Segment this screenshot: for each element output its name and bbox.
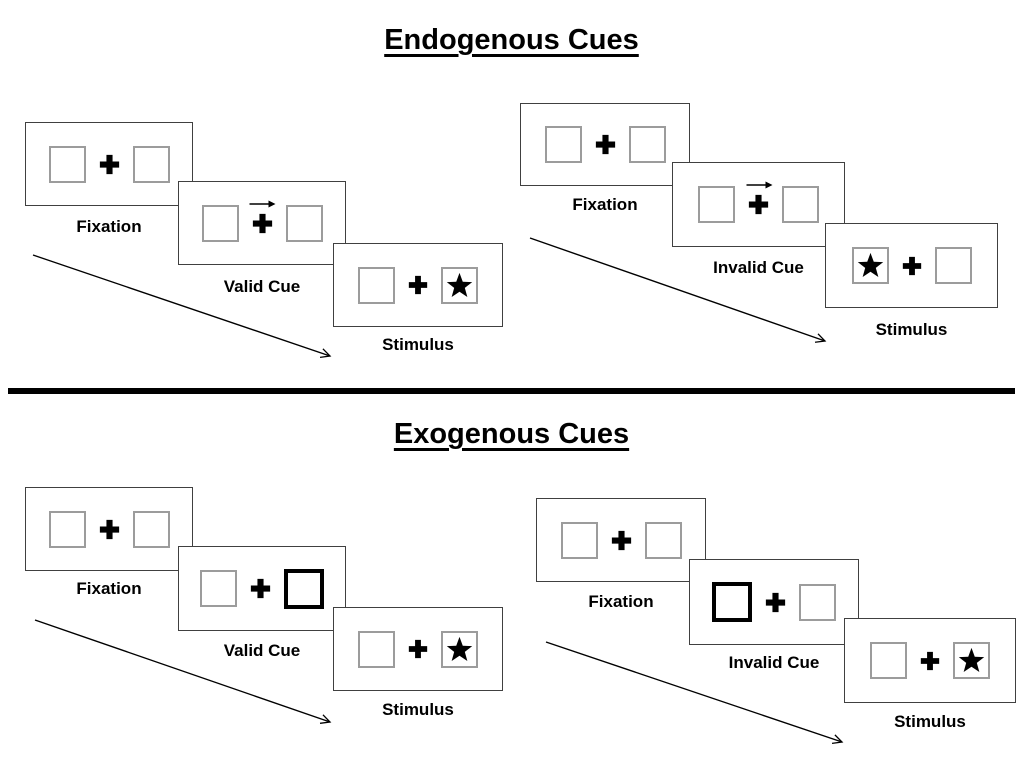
section-divider: [8, 388, 1015, 394]
frame-label-stimulus: Stimulus: [382, 700, 454, 719]
frame-label-cue: Invalid Cue: [728, 653, 820, 672]
section-title-exogenous: Exogenous Cues: [393, 418, 630, 450]
star-icon: [446, 272, 473, 297]
central-cue: [249, 200, 276, 234]
placeholder-box: [799, 583, 836, 621]
target-box: [851, 247, 889, 284]
placeholder-box: [358, 630, 395, 668]
fixation-panel: [536, 498, 706, 582]
fixation-cross-icon: [99, 519, 119, 539]
timeline-arrow-icon: [34, 619, 332, 724]
target-box: [953, 642, 990, 679]
target-box: [441, 266, 478, 304]
frame-label-fixation: Fixation: [572, 195, 638, 214]
central-cue: [746, 181, 772, 215]
placeholder-box: [870, 642, 907, 679]
frame-label-stimulus: Stimulus: [875, 320, 948, 339]
timeline-arrow-icon: [529, 237, 827, 343]
star-icon: [446, 636, 473, 661]
fixation-cross-icon: [611, 530, 631, 550]
placeholder-box: [200, 570, 237, 607]
frame-label-cue: Invalid Cue: [713, 258, 804, 277]
frame-label-stimulus: Stimulus: [894, 712, 966, 731]
frame-label-cue: Valid Cue: [223, 641, 301, 660]
cue-panel: [178, 546, 346, 631]
placeholder-box: [132, 510, 170, 548]
target-box: [441, 630, 478, 668]
section-title-endogenous: Endogenous Cues: [384, 24, 639, 56]
placeholder-box: [544, 126, 582, 163]
fixation-panel: [25, 122, 193, 206]
fixation-cross-icon: [408, 639, 428, 659]
placeholder-box: [644, 521, 682, 559]
fixation-panel: [25, 487, 193, 571]
fixation-cross-icon: [250, 578, 271, 599]
cue-highlight-box: [712, 582, 752, 622]
placeholder-box: [358, 266, 395, 304]
cue-panel: [672, 162, 845, 247]
placeholder-box: [132, 145, 170, 183]
stimulus-panel: [825, 223, 998, 308]
fixation-cross-icon: [408, 275, 428, 295]
placeholder-box: [782, 186, 819, 223]
fixation-cross-icon: [765, 592, 786, 612]
placeholder-box: [934, 247, 972, 284]
cue-panel: [689, 559, 859, 645]
placeholder-box: [560, 521, 598, 559]
star-icon: [857, 252, 883, 277]
fixation-cross-icon: [902, 256, 921, 275]
arrow-right-icon: [249, 200, 276, 207]
placeholder-box: [48, 145, 86, 183]
cue-highlight-box: [284, 568, 324, 609]
timeline-arrow-icon: [32, 254, 332, 359]
cue-panel: [178, 181, 346, 265]
placeholder-box: [285, 204, 323, 242]
placeholder-box: [628, 126, 666, 163]
stimulus-panel: [333, 607, 503, 691]
fixation-cross-icon: [920, 651, 940, 670]
placeholder-box: [201, 204, 239, 242]
frame-label-fixation: Fixation: [588, 592, 654, 611]
placeholder-box: [698, 186, 735, 223]
star-icon: [958, 647, 985, 672]
timeline-arrow-icon: [545, 641, 844, 745]
stimulus-panel: [844, 618, 1016, 703]
fixation-cross-icon: [748, 194, 769, 215]
frame-label-cue: Valid Cue: [223, 277, 301, 296]
fixation-cross-icon: [99, 154, 119, 174]
frame-label-fixation: Fixation: [76, 217, 142, 236]
fixation-cross-icon: [595, 134, 615, 155]
placeholder-box: [48, 510, 86, 548]
fixation-cross-icon: [252, 213, 272, 233]
frame-label-stimulus: Stimulus: [382, 335, 454, 354]
arrow-right-icon: [746, 181, 772, 189]
fixation-panel: [520, 103, 690, 186]
frame-label-fixation: Fixation: [76, 579, 142, 598]
stimulus-panel: [333, 243, 503, 327]
